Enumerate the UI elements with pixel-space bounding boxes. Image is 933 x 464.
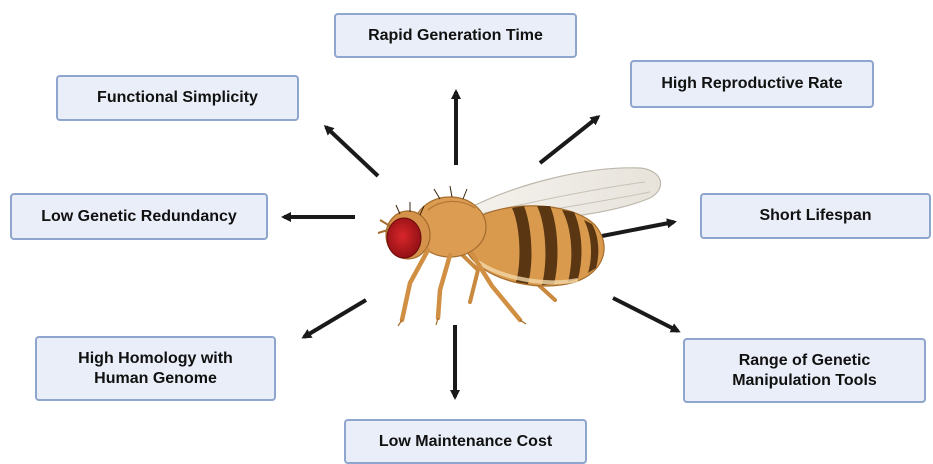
functional-simplicity-label: Functional Simplicity — [97, 88, 258, 108]
arrow-down-left — [304, 300, 366, 337]
arrow-up-left — [326, 127, 378, 176]
genetic-tools-box: Range of Genetic Manipulation Tools — [683, 338, 926, 403]
low-maintenance-cost-box: Low Maintenance Cost — [344, 419, 587, 464]
functional-simplicity-box: Functional Simplicity — [56, 75, 299, 121]
arrow-down-right — [613, 298, 678, 331]
eye — [387, 218, 421, 258]
low-genetic-redundancy-box: Low Genetic Redundancy — [10, 193, 268, 240]
low-genetic-redundancy-label: Low Genetic Redundancy — [41, 207, 237, 227]
short-lifespan-label: Short Lifespan — [759, 206, 871, 226]
low-maintenance-cost-label: Low Maintenance Cost — [379, 432, 552, 452]
high-homology-label-line1: High Homology with — [78, 349, 233, 369]
arrow-right — [602, 222, 674, 236]
rapid-generation-time-box: Rapid Generation Time — [334, 13, 577, 58]
rapid-generation-time-label: Rapid Generation Time — [368, 26, 543, 46]
arrow-up-right — [540, 117, 598, 163]
high-homology-label-line2: Human Genome — [78, 369, 233, 389]
high-reproductive-rate-label: High Reproductive Rate — [661, 74, 842, 94]
genetic-tools-label-line2: Manipulation Tools — [732, 371, 877, 391]
genetic-tools-label-line1: Range of Genetic — [732, 351, 877, 371]
short-lifespan-box: Short Lifespan — [700, 193, 931, 239]
high-homology-box: High Homology with Human Genome — [35, 336, 276, 401]
high-reproductive-rate-box: High Reproductive Rate — [630, 60, 874, 108]
